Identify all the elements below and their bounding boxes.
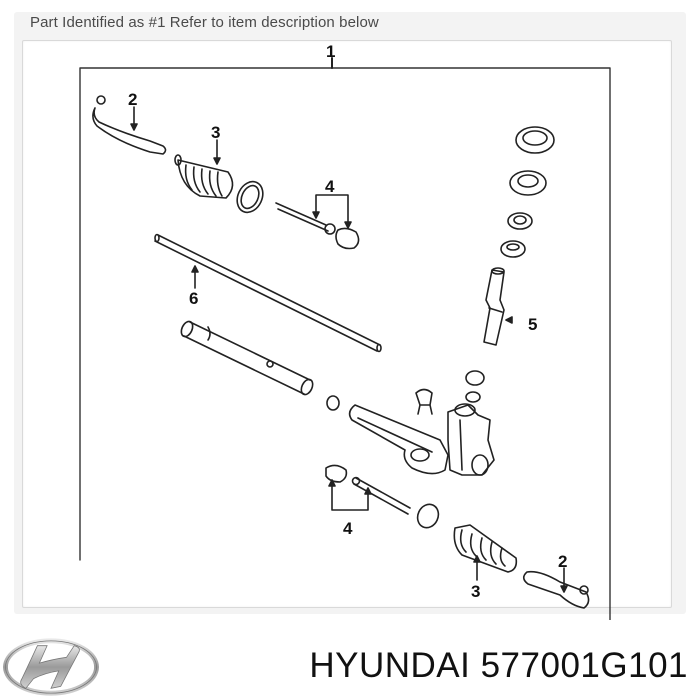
callout-4-lower: 4: [343, 519, 353, 538]
part-number-label: HYUNDAI 577001G101: [309, 646, 688, 685]
hyundai-logo-icon: [3, 638, 99, 696]
steering-rack-diagram: 1 2 3 4 6 5 4 3 2: [79, 42, 611, 620]
callout-2-left: 2: [128, 90, 137, 109]
rack-boot-left: [174, 154, 234, 199]
callout-1: 1: [326, 42, 335, 61]
pinion-shaft: [483, 267, 505, 346]
callout-4-upper: 4: [325, 177, 335, 196]
callout-3-right: 3: [471, 582, 480, 601]
tie-rod-end-right: [522, 570, 590, 609]
callout-3-left: 3: [211, 123, 220, 142]
callout-6: 6: [189, 289, 198, 308]
callout-5: 5: [528, 315, 537, 334]
callout-2-right: 2: [558, 552, 567, 571]
panel-title: Part Identified as #1 Refer to item desc…: [30, 14, 379, 31]
rack-boot-right: [453, 524, 518, 573]
rack-bar: [154, 233, 382, 353]
tie-rod-end-left: [92, 95, 167, 155]
rack-housing: [348, 403, 495, 476]
